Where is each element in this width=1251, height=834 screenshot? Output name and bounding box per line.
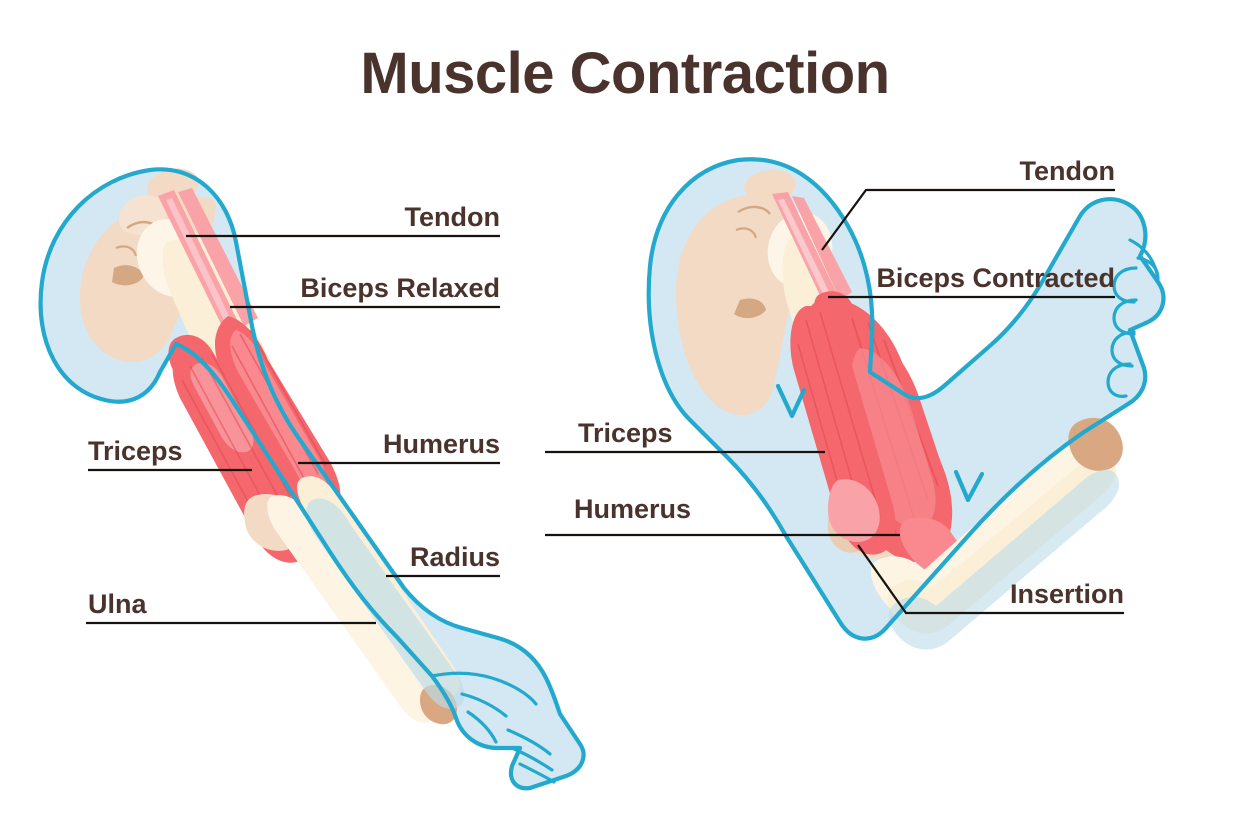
- contracted-triceps-distal-tendon: [828, 479, 880, 542]
- contracted-fist-finger-4: [1106, 362, 1132, 398]
- label-contracted-tendon: Tendon: [1020, 156, 1115, 186]
- relaxed-arm-outline: [38, 167, 586, 791]
- relaxed-tendon-highlight: [166, 198, 236, 333]
- label-relaxed-biceps-relaxed: Biceps Relaxed: [300, 273, 500, 303]
- leader-contracted-tendon: [821, 188, 1115, 251]
- label-contracted-humerus: Humerus: [574, 494, 691, 524]
- relaxed-hand-thumb: [430, 671, 538, 706]
- contracted-coracoid-2: [735, 227, 758, 239]
- relaxed-hand-crease-2: [466, 710, 498, 744]
- relaxed-scapula-notch: [112, 265, 144, 286]
- label-contracted-triceps: Triceps: [578, 418, 673, 448]
- contracted-elbow-notch: [953, 469, 985, 503]
- contracted-scapula: [676, 191, 798, 416]
- relaxed-biceps-highlight: [230, 330, 327, 494]
- contracted-armpit-notch: [775, 383, 807, 419]
- relaxed-hand-finger-1: [506, 728, 552, 756]
- relaxed-hand-finger-2: [510, 746, 554, 772]
- relaxed-triceps-pale-overlay: [190, 362, 254, 453]
- contracted-forearm-shade: [888, 469, 1120, 650]
- contracted-biceps-highlight: [851, 348, 936, 529]
- label-relaxed-tendon: Tendon: [405, 202, 500, 232]
- contracted-tendon-highlight: [778, 199, 834, 305]
- leader-contracted-insertion: [857, 544, 1124, 615]
- contracted-tendon-strand-b: [792, 196, 852, 300]
- relaxed-hand-finger-3: [518, 762, 556, 784]
- page-title: Muscle Contraction: [360, 41, 889, 106]
- contracted-arm-illustration: Tendon Biceps Contracted Insertion Trice…: [545, 156, 1166, 650]
- relaxed-hand-crease-1: [460, 692, 508, 718]
- relaxed-forearm-shade: [306, 498, 465, 709]
- label-relaxed-humerus: Humerus: [383, 429, 500, 459]
- label-contracted-insertion: Insertion: [1010, 579, 1124, 609]
- relaxed-tendon-strand-b: [178, 188, 258, 326]
- relaxed-ulna: [267, 495, 438, 723]
- contracted-arm-outline: [646, 157, 1166, 641]
- relaxed-coracoid: [115, 245, 138, 257]
- label-relaxed-ulna: Ulna: [88, 589, 147, 619]
- label-relaxed-radius: Radius: [410, 542, 500, 572]
- contracted-radius: [887, 454, 1116, 634]
- contracted-scapula-notch: [734, 298, 766, 319]
- label-relaxed-triceps: Triceps: [88, 436, 183, 466]
- label-contracted-biceps-contracted: Biceps Contracted: [876, 263, 1115, 293]
- relaxed-arm-illustration: Tendon Biceps Relaxed Humerus Radius Tri…: [38, 167, 586, 791]
- contracted-fist-knuckle-1: [1136, 256, 1160, 280]
- contracted-scapula-spine: [737, 205, 771, 215]
